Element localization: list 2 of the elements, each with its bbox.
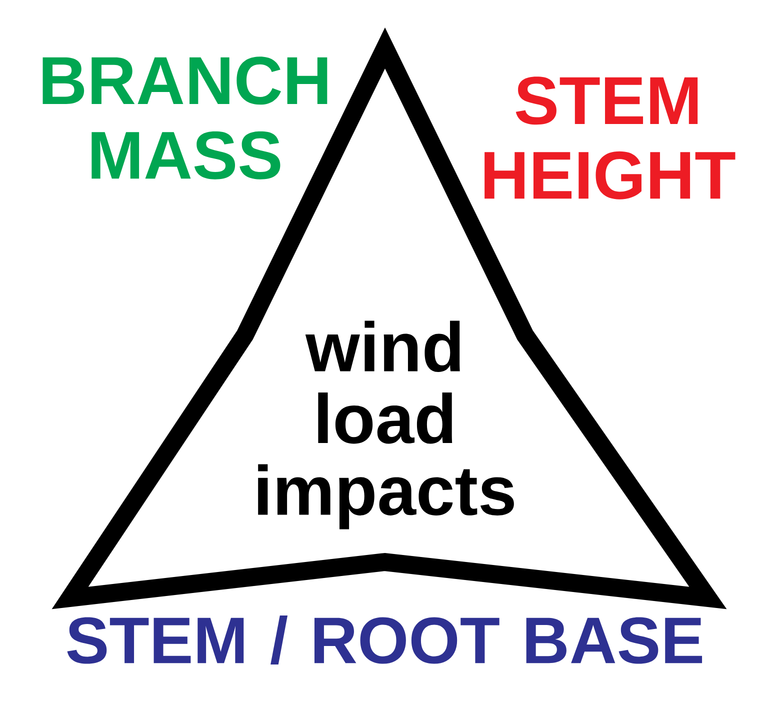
corner-label: BRANCH MASS xyxy=(42,56,328,180)
corner-label: STEM HEIGHT xyxy=(484,76,736,200)
